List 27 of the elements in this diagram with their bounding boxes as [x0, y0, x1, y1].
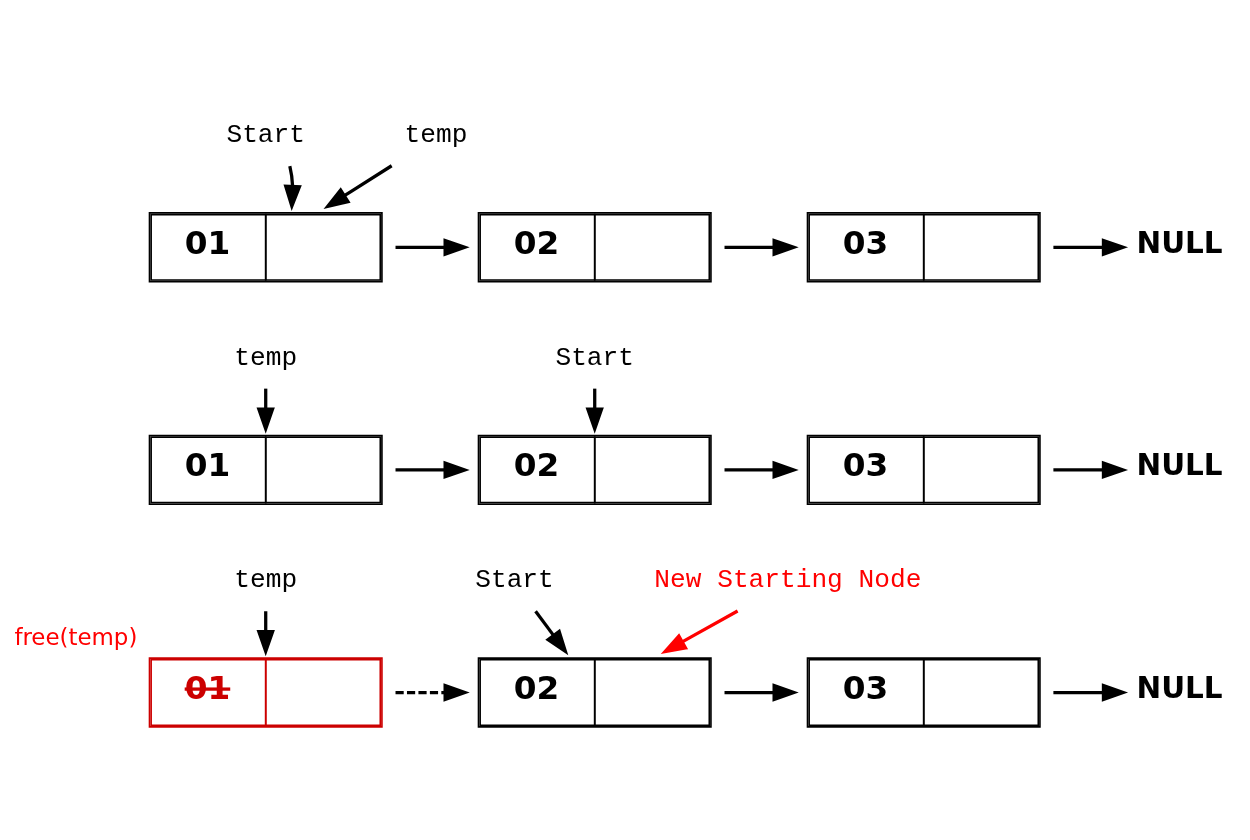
arrow: [1053, 460, 1129, 480]
node-text: temp: [404, 120, 468, 151]
node-text: NULL: [1136, 671, 1223, 706]
arrow: [724, 460, 799, 480]
arrow: [256, 388, 275, 434]
arrow: [585, 388, 604, 434]
arrow: [283, 165, 302, 212]
node-text: NULL: [1136, 225, 1223, 260]
arrow: [1053, 683, 1129, 702]
arrow: [395, 460, 470, 480]
arrow: [395, 238, 470, 257]
arrow: [724, 683, 799, 702]
arrow: [323, 164, 393, 209]
node-text: temp: [234, 565, 298, 596]
arrow: [660, 609, 739, 654]
arrow: [1053, 238, 1129, 257]
arrow: [256, 611, 275, 657]
node-text: Start: [475, 565, 554, 596]
node-text: Start: [555, 342, 634, 373]
arrow: [724, 238, 799, 257]
arrow: [534, 610, 569, 656]
node-label: free(temp): [14, 624, 138, 651]
node-text: NULL: [1136, 448, 1223, 483]
arrow: [395, 683, 470, 702]
node-text: Start: [226, 120, 305, 151]
node-text: temp: [234, 342, 298, 373]
node-text: New Starting Node: [654, 565, 922, 596]
